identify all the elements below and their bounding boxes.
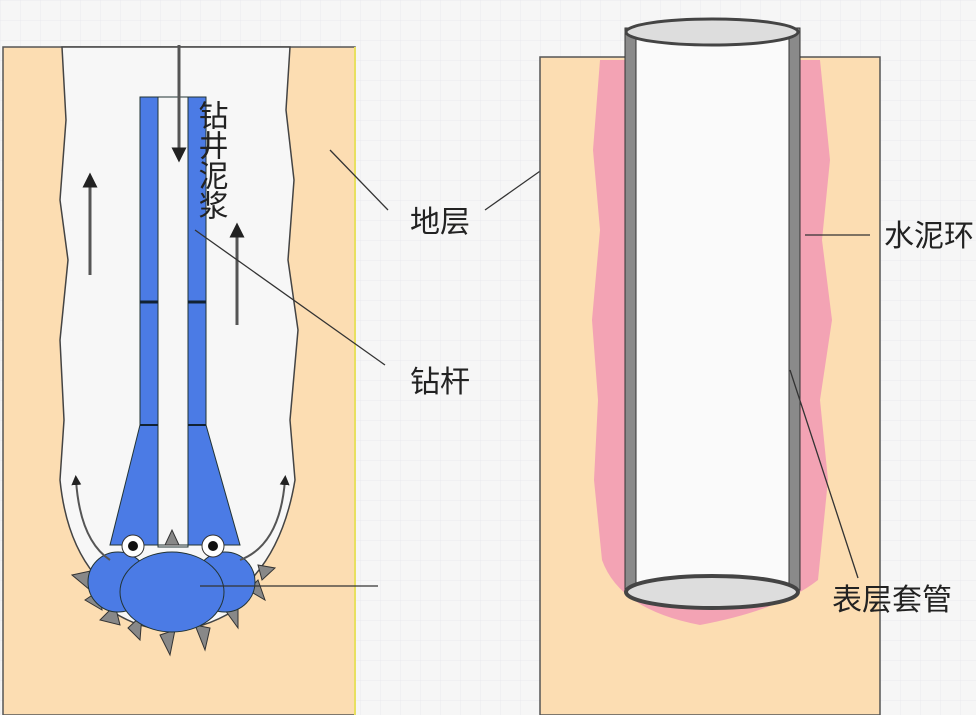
leader-lines-right	[789, 234, 870, 579]
label-cement-ring: 水泥环	[884, 219, 974, 254]
surface-casing	[624, 17, 801, 610]
drilling-panel: 钻井泥浆 地层 钻杆	[2, 45, 571, 715]
label-drill-pipe: 钻杆	[410, 365, 470, 400]
label-surface-casing: 表层套管	[832, 583, 952, 618]
mud-flow-arrows	[71, 45, 290, 561]
label-drilling-mud: 钻井泥浆	[193, 100, 228, 220]
drill-bit	[70, 528, 277, 657]
label-formation: 地层	[410, 205, 470, 240]
casing-panel: 水泥环 表层套管	[539, 17, 974, 715]
